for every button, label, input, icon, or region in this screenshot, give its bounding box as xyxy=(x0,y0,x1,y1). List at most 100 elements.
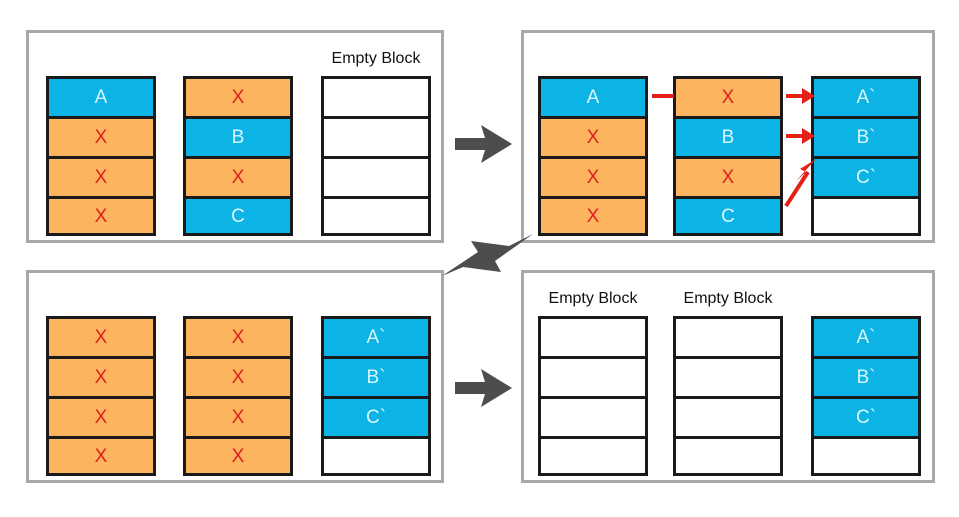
page-cell[interactable]: X xyxy=(538,156,648,196)
empty-block-label: Empty Block xyxy=(683,290,773,307)
page-cell[interactable]: A` xyxy=(811,76,921,116)
page-cell[interactable]: A` xyxy=(811,316,921,356)
page-cell[interactable]: C xyxy=(183,196,293,236)
page-cell[interactable]: X xyxy=(183,316,293,356)
page-cell[interactable]: X xyxy=(46,156,156,196)
page-cell[interactable] xyxy=(321,116,431,156)
empty-block-label: Empty Block xyxy=(331,50,421,67)
page-label: B xyxy=(721,127,735,148)
page-cell[interactable]: X xyxy=(46,396,156,436)
page-label: C xyxy=(721,205,735,227)
block-column: Empty Block xyxy=(321,50,431,236)
page-cell[interactable]: X xyxy=(46,316,156,356)
page-cell[interactable] xyxy=(673,436,783,476)
page-cell[interactable] xyxy=(321,436,431,476)
page-cell[interactable] xyxy=(321,156,431,196)
page-label: X xyxy=(231,367,245,388)
page-label: A` xyxy=(366,327,386,348)
page-cell[interactable]: X xyxy=(183,436,293,476)
page-cell[interactable]: B xyxy=(183,116,293,156)
block-column: A X X X xyxy=(46,76,156,236)
page-cell[interactable]: C` xyxy=(321,396,431,436)
page-label: X xyxy=(231,445,245,467)
page-cell[interactable]: X xyxy=(46,196,156,236)
page-label: X xyxy=(231,407,245,428)
page-cell[interactable]: A xyxy=(46,76,156,116)
page-cell[interactable]: A` xyxy=(321,316,431,356)
page-label: C xyxy=(231,205,245,227)
flow-arrow-right-top-icon xyxy=(455,125,512,163)
page-cell[interactable]: C xyxy=(673,196,783,236)
page-cell[interactable] xyxy=(538,436,648,476)
page-cell[interactable]: X xyxy=(183,76,293,116)
page-label: A` xyxy=(856,327,876,348)
page-cell[interactable]: X xyxy=(538,116,648,156)
page-label: X xyxy=(94,407,108,428)
block-column: X X X X xyxy=(46,316,156,476)
page-cell[interactable] xyxy=(673,316,783,356)
flow-arrow-left-middle-icon xyxy=(442,234,533,276)
page-cell[interactable] xyxy=(811,436,921,476)
panel-step-2: A X X X X B X C A` B` C` xyxy=(521,30,935,243)
page-label: X xyxy=(94,367,108,388)
page-label: X xyxy=(94,445,108,467)
page-label: A` xyxy=(856,87,876,108)
page-cell[interactable] xyxy=(538,316,648,356)
copy-marker-a-icon xyxy=(652,94,674,98)
page-label: C` xyxy=(365,407,387,428)
page-label: X xyxy=(721,87,735,108)
page-cell[interactable] xyxy=(321,76,431,116)
page-label: X xyxy=(586,167,600,188)
page-cell[interactable]: A xyxy=(538,76,648,116)
page-label: C` xyxy=(855,407,877,428)
block-column: Empty Block xyxy=(673,290,783,476)
page-label: B xyxy=(231,127,245,148)
page-cell[interactable]: C` xyxy=(811,396,921,436)
page-cell[interactable] xyxy=(673,356,783,396)
page-cell[interactable]: X xyxy=(46,116,156,156)
page-label: X xyxy=(94,205,108,227)
page-cell[interactable]: B` xyxy=(321,356,431,396)
page-label: B` xyxy=(856,367,876,388)
page-cell[interactable] xyxy=(538,396,648,436)
empty-block-label: Empty Block xyxy=(548,290,638,307)
page-cell[interactable] xyxy=(673,396,783,436)
page-cell[interactable]: X xyxy=(183,156,293,196)
block-column: Empty Block xyxy=(538,290,648,476)
page-cell[interactable]: B` xyxy=(811,116,921,156)
page-label: C` xyxy=(855,167,877,188)
page-label: X xyxy=(94,167,108,188)
page-cell[interactable]: X xyxy=(538,196,648,236)
page-cell[interactable]: X xyxy=(673,76,783,116)
flow-arrow-right-bottom-icon xyxy=(455,369,512,407)
block-column: A` B` C` xyxy=(321,316,431,476)
page-cell[interactable]: B xyxy=(673,116,783,156)
page-label: B` xyxy=(856,127,876,148)
page-cell[interactable]: C` xyxy=(811,156,921,196)
page-cell[interactable]: X xyxy=(673,156,783,196)
page-cell[interactable] xyxy=(811,196,921,236)
page-label: X xyxy=(586,127,600,148)
page-cell[interactable]: X xyxy=(46,356,156,396)
page-label: X xyxy=(586,205,600,227)
page-cell[interactable]: B` xyxy=(811,356,921,396)
page-cell[interactable] xyxy=(538,356,648,396)
page-label: X xyxy=(94,127,108,148)
panel-step-1: A X X X X B X C Empty Block xyxy=(26,30,444,243)
page-label: X xyxy=(231,87,245,108)
block-column: X B X C xyxy=(183,76,293,236)
page-label: X xyxy=(94,327,108,348)
page-label: X xyxy=(231,327,245,348)
page-label: A xyxy=(94,87,108,108)
block-column: A` B` C` xyxy=(811,76,921,236)
panel-step-3: Empty Block Empty Block A` B` C` xyxy=(521,270,935,483)
page-label: B` xyxy=(366,367,386,388)
page-label: X xyxy=(721,167,735,188)
page-cell[interactable]: X xyxy=(183,356,293,396)
page-cell[interactable]: X xyxy=(183,396,293,436)
page-cell[interactable]: X xyxy=(46,436,156,476)
block-column: X X X X xyxy=(183,316,293,476)
block-column: A` B` C` xyxy=(811,316,921,476)
page-cell[interactable] xyxy=(321,196,431,236)
